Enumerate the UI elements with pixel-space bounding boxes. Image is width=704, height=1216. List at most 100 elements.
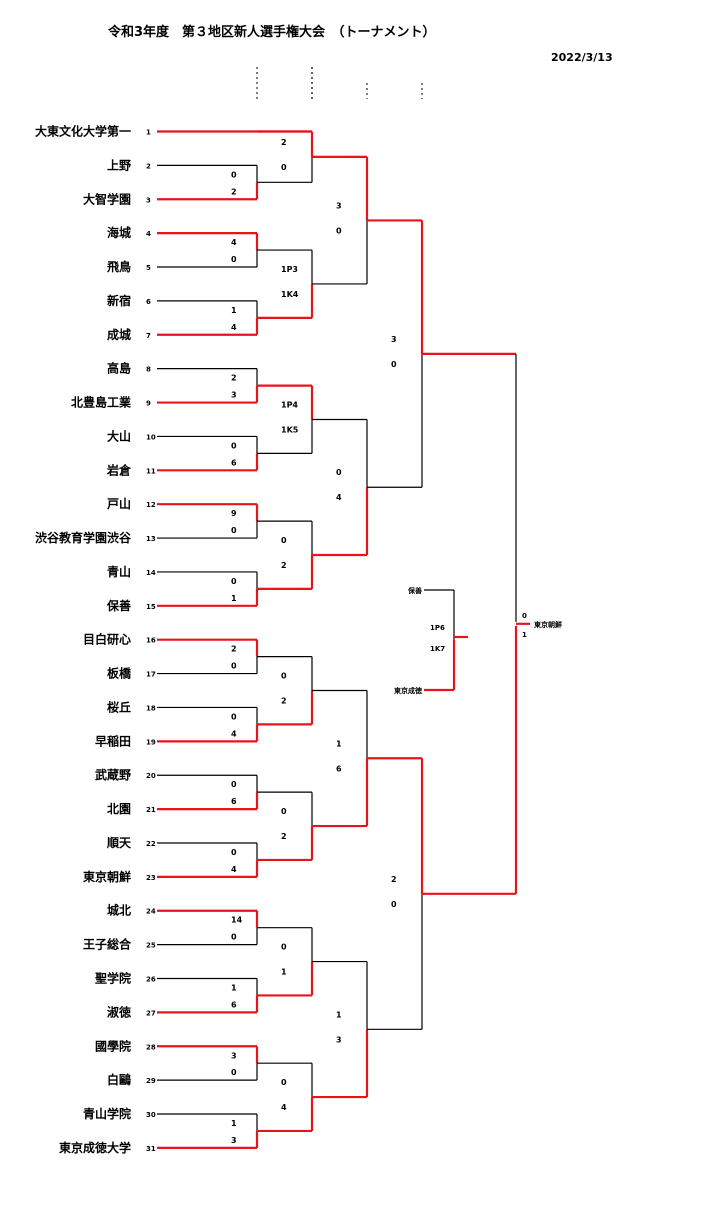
team-seed: 5 [146,264,151,272]
team-name: 上野 [107,157,131,172]
team-name: 大山 [107,428,131,443]
team-seed: 20 [146,772,156,780]
match-score: 0 [231,170,237,179]
team-seed: 27 [146,1009,156,1017]
team-seed: 2 [146,162,151,170]
team-name: 東京成徳大学 [59,1140,131,1155]
match-score: 0 [231,712,237,721]
team-name: 淑徳 [107,1004,131,1019]
match-score: 0 [231,526,237,535]
team-name: 目白研心 [83,632,131,647]
bracket-lines [157,130,530,1150]
third-place-score: 1P6 [430,624,445,632]
team-seed: 8 [146,366,151,374]
match-score: 0 [391,900,397,909]
match-score: 4 [281,1103,287,1112]
match-score: 1 [281,968,287,977]
match-score: 6 [231,797,237,806]
team-name: 高島 [107,361,131,376]
team-seed: 31 [146,1145,156,1153]
match-score: 1 [231,984,237,993]
team-name: 飛鳥 [106,259,131,274]
match-score: 3 [231,1051,237,1060]
match-score: 3 [336,201,342,210]
team-name: 海城 [107,225,131,240]
team-name: 順天 [106,835,132,850]
match-score: 1 [231,594,237,603]
match-score: 0 [391,360,397,369]
team-name: 王子総合 [83,937,132,952]
match-score: 3 [391,335,397,344]
team-seed: 16 [146,637,156,645]
match-score: 9 [231,509,237,518]
dotted-markers [256,67,423,99]
match-score: 1P4 [281,400,298,409]
team-name: 成城 [107,327,131,342]
match-score: 0 [231,933,237,942]
match-score: 2 [231,187,237,196]
match-score: 2 [281,832,287,841]
final-score: 0 [522,612,527,620]
match-score: 4 [231,729,237,738]
team-name: 北園 [107,801,131,816]
match-score: 4 [231,238,237,247]
match-score: 6 [336,764,342,773]
team-name: 保善 [106,598,131,613]
match-score: 1 [231,1119,237,1128]
team-seed: 23 [146,874,156,882]
match-score: 1 [231,306,237,315]
team-name: 青山学院 [83,1106,131,1121]
match-score: 2 [281,561,287,570]
match-score: 0 [231,441,237,450]
team-name: 青山 [107,564,131,579]
team-seed: 10 [146,433,156,441]
team-name: 大智学園 [83,191,131,206]
match-score: 3 [231,391,237,400]
match-score: 0 [231,255,237,264]
match-score: 0 [336,468,342,477]
date-label: 2022/3/13 [551,51,613,64]
team-seed: 13 [146,535,156,543]
match-score: 4 [231,865,237,874]
match-score: 0 [281,807,287,816]
team-seed: 9 [146,400,151,408]
team-seed: 29 [146,1077,156,1085]
team-name: 桜丘 [107,699,131,714]
match-score: 2 [281,138,287,147]
team-seed: 3 [146,196,151,204]
team-name: 板橋 [107,666,132,681]
team-name: 聖学院 [95,971,131,986]
team-name: 國學院 [95,1038,131,1053]
team-seed: 19 [146,738,156,746]
team-seed: 14 [146,569,156,577]
match-score: 1 [336,739,342,748]
match-score: 1K4 [281,290,299,299]
match-score: 6 [231,458,237,467]
match-score: 0 [281,163,287,172]
match-score: 14 [231,916,243,925]
match-score: 2 [391,875,397,884]
team-name: 白鷗 [107,1072,131,1087]
team-seed: 30 [146,1111,156,1119]
match-score: 0 [231,848,237,857]
team-name: 東京朝鮮 [83,869,131,884]
team-name: 武蔵野 [95,767,131,782]
team-name: 北豊島工業 [71,395,132,410]
third-place-team: 東京成徳 [394,686,422,695]
match-score: 4 [336,493,342,502]
team-name: 大東文化大学第一 [35,124,131,139]
team-seed: 18 [146,704,156,712]
match-score: 0 [336,226,342,235]
team-seed: 12 [146,501,156,509]
team-seed: 26 [146,976,156,984]
page-title: 令和3年度 第３地区新人選手権大会 （トーナメント） [108,24,436,40]
team-name: 岩倉 [106,462,132,477]
team-seed: 17 [146,671,156,679]
match-score: 2 [231,374,237,383]
team-name: 早稲田 [95,733,131,748]
match-score: 0 [281,943,287,952]
team-name: 城北 [107,903,131,918]
third-place-team: 保善 [407,586,422,595]
